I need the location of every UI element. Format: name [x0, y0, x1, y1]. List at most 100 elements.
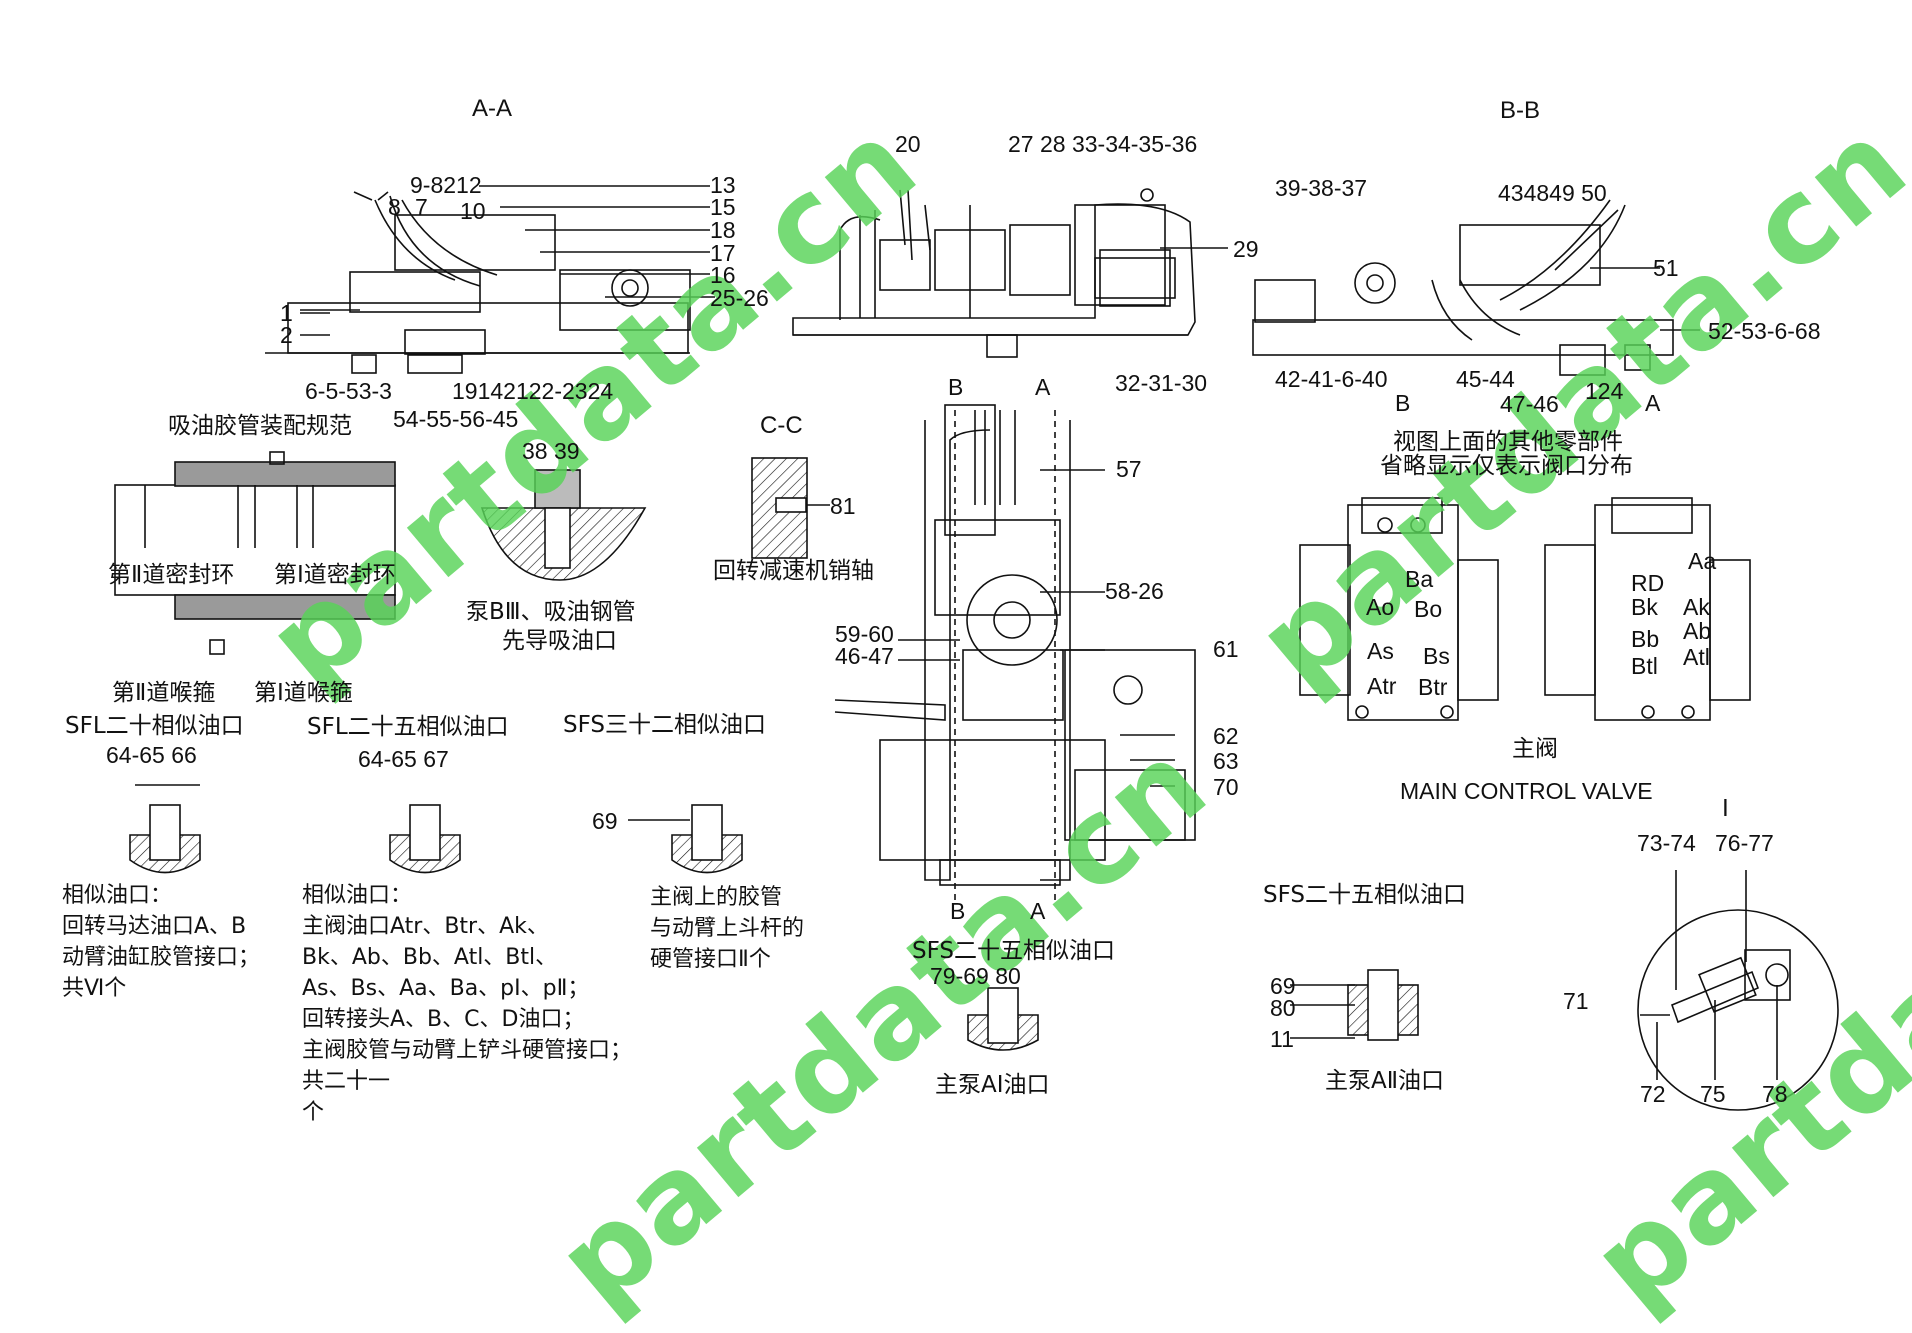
center-chassis-drawing [834, 404, 1196, 900]
callout-10: 10 [460, 198, 486, 224]
note-main-valve-ports: 相似油口： 主阀油口Atr、Btr、Ak、 Bk、Ab、Bb、Atl、Btl、 … [302, 880, 632, 1128]
callout-57: 57 [1116, 456, 1142, 482]
note-line: 与动臂上斗杆的 [650, 916, 805, 941]
clamp-1-label: 第Ⅰ道喉箍 [254, 680, 353, 706]
sfs25-center-label: SFS二十五相似油口 [912, 938, 1116, 964]
valve-port-Bo: Bo [1414, 596, 1443, 622]
valve-port-Atl: Atl [1683, 644, 1710, 670]
note-line: 主阀胶管与动臂上铲斗硬管接口； [302, 1038, 633, 1063]
callout-13: 13 [710, 172, 736, 198]
seal-ring-1-label: 第Ⅰ道密封环 [274, 562, 396, 588]
callout-46-47: 46-47 [835, 643, 894, 669]
valve-port-Ba: Ba [1405, 566, 1434, 592]
callout-69: 69 [592, 808, 618, 834]
view-note-line1: 视图上面的其他零部件 [1393, 429, 1623, 455]
callout-76-77: 76-77 [1715, 830, 1774, 856]
callout-61: 61 [1213, 636, 1239, 662]
callout-52-68: 52-53-6-68 [1708, 318, 1821, 344]
pump-b3-section-drawing [480, 469, 647, 581]
callout-9-8212: 9-8212 [410, 172, 482, 198]
callout-75: 75 [1700, 1081, 1726, 1107]
section-aa-title: A-A [472, 95, 513, 122]
pilot-suction-label: 先导吸油口 [502, 628, 617, 654]
note-line: 主阀油口Atr、Btr、Ak、 [302, 914, 549, 939]
callout-62: 62 [1213, 723, 1239, 749]
callout-54-45: 54-55-56-45 [393, 406, 519, 432]
note-line: As、Bs、Aa、Ba、pⅠ、pⅡ； [302, 976, 590, 1001]
section-cc-drawing [751, 457, 830, 559]
view-note-line2: 省略显示仅表示阀口分布 [1380, 453, 1633, 479]
valve-port-Ak: Ak [1683, 594, 1710, 620]
callout-8: 8 [388, 194, 401, 220]
sfs25-right-label: SFS二十五相似油口 [1263, 882, 1467, 908]
main-valve-cn-label: 主阀 [1512, 736, 1558, 762]
slew-pin-label: 回转减速机销轴 [713, 558, 874, 584]
callout-17: 17 [710, 240, 736, 266]
main-valve-drawings [1299, 497, 1751, 721]
callout-2: 2 [280, 322, 293, 348]
valve-port-Atr: Atr [1367, 673, 1397, 699]
callout-42-40: 42-41-6-40 [1275, 366, 1388, 392]
callout-81: 81 [830, 493, 856, 519]
callout-7: 7 [415, 194, 428, 220]
note-line: 回转接头A、B、C、D油口； [302, 1007, 585, 1032]
callout-6-5-53-3: 6-5-53-3 [305, 378, 392, 404]
callout-16: 16 [710, 262, 736, 288]
callout-27-36: 27 28 33-34-35-36 [1008, 131, 1198, 157]
valve-port-Ao: Ao [1366, 594, 1395, 620]
callout-69-b: 69 [1270, 973, 1296, 999]
note-line: 相似油口： [62, 883, 173, 908]
callout-64-65-66: 64-65 66 [106, 742, 197, 768]
callout-18: 18 [710, 217, 736, 243]
valve-port-Bs: Bs [1423, 643, 1450, 669]
callout-45-44: 45-44 [1456, 366, 1515, 392]
callout-32-30: 32-31-30 [1115, 370, 1208, 396]
callout-72: 72 [1640, 1081, 1666, 1107]
pump-a1-label: 主泵AⅠ油口 [935, 1072, 1050, 1098]
section-b-marker-bb: B [1395, 390, 1411, 416]
callout-63: 63 [1213, 748, 1239, 774]
note-line: 共二十一 [302, 1069, 391, 1094]
valve-port-As: As [1367, 638, 1394, 664]
valve-port-Bb: Bb [1631, 626, 1660, 652]
callout-11: 11 [1270, 1026, 1294, 1052]
note-line: 动臂油缸胶管接口； [62, 945, 261, 970]
callout-51: 51 [1653, 255, 1679, 281]
section-a-marker-bottom: A [1030, 898, 1046, 924]
section-a-marker: A [1035, 374, 1051, 400]
callout-71: 71 [1563, 988, 1589, 1014]
suction-hose-title: 吸油胶管装配规范 [168, 413, 352, 439]
section-a-marker-bb: A [1645, 390, 1661, 416]
view-aa-drawing [265, 185, 715, 374]
note-swing-motor: 相似油口： 回转马达油口A、B 动臂油缸胶管接口； 共Ⅵ个 [62, 880, 260, 1004]
callout-58-26: 58-26 [1105, 578, 1164, 604]
section-b-marker: B [948, 374, 964, 400]
callout-79-69-80: 79-69 80 [930, 963, 1021, 989]
sfl25-label: SFL二十五相似油口 [307, 714, 509, 740]
note-line: 个 [302, 1100, 325, 1125]
section-b-marker-bottom: B [950, 898, 966, 924]
sfl20-label: SFL二十相似油口 [65, 713, 244, 739]
view-top-drawing [792, 188, 1228, 358]
valve-port-Ab: Ab [1683, 618, 1712, 644]
seal-ring-2-label: 第Ⅱ道密封环 [108, 562, 235, 588]
clamp-2-label: 第Ⅱ道喉箍 [112, 680, 216, 706]
note-line: 回转马达油口A、B [62, 914, 247, 939]
detail-i-drawing [1637, 870, 1839, 1111]
valve-port-Bk: Bk [1631, 594, 1658, 620]
callout-39-38-37: 39-38-37 [1275, 175, 1368, 201]
suction-hose-drawing [114, 451, 396, 655]
main-valve-en-label: MAIN CONTROL VALVE [1400, 778, 1653, 804]
valve-port-Btr: Btr [1418, 674, 1448, 700]
callout-25-26: 25-26 [710, 285, 769, 311]
note-arm-hose: 主阀上的胶管 与动臂上斗杆的 硬管接口Ⅱ个 [650, 882, 804, 975]
callout-29: 29 [1233, 236, 1259, 262]
view-bb-drawing [1252, 199, 1700, 376]
sfs32-label: SFS三十二相似油口 [563, 712, 767, 738]
note-line: 硬管接口Ⅱ个 [650, 947, 771, 972]
note-line: 主阀上的胶管 [650, 885, 783, 910]
callout-59-60: 59-60 [835, 621, 894, 647]
section-bb-title: B-B [1500, 97, 1541, 124]
valve-port-Btl: Btl [1631, 653, 1658, 679]
note-line: 共Ⅵ个 [62, 976, 127, 1001]
